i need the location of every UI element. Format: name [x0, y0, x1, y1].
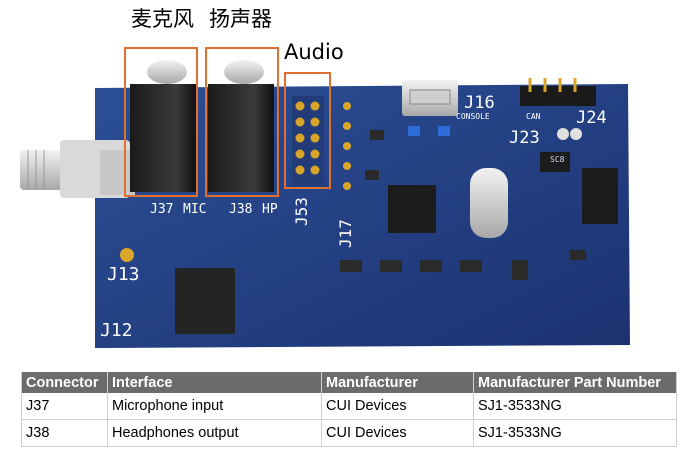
- header-manufacturer: Manufacturer: [321, 372, 474, 393]
- silk-can: CAN: [526, 112, 541, 121]
- j23-jumper: [557, 128, 582, 140]
- cell-connector: J37: [21, 393, 108, 420]
- audio-jack-j38: [208, 60, 274, 192]
- cell-manufacturer: CUI Devices: [321, 393, 474, 420]
- callout-j37-mic: [124, 47, 198, 197]
- sma-connector: [20, 140, 135, 198]
- cell-part-number: SJ1-3533NG: [473, 393, 677, 420]
- cell-manufacturer: CUI Devices: [321, 419, 474, 447]
- silk-j38: J38: [229, 202, 253, 217]
- audio-caption: Audio: [284, 40, 344, 64]
- audio-jack-j37: [130, 60, 196, 192]
- j13-connector: [120, 248, 134, 262]
- speaker-caption-cn: 扬声器: [209, 7, 272, 31]
- usb-connector-j16: [402, 80, 458, 136]
- silk-mic: MIC: [183, 202, 207, 217]
- table-row: J37 Microphone input CUI Devices SJ1-353…: [21, 393, 677, 420]
- silk-console: CONSOLE: [456, 112, 490, 121]
- cell-interface: Microphone input: [107, 393, 322, 420]
- silk-j17: J17: [336, 219, 355, 248]
- silk-j37: J37: [150, 202, 174, 217]
- header-connector: Connector: [21, 372, 108, 393]
- lower-ic: [175, 268, 235, 334]
- silk-hp: HP: [262, 202, 278, 217]
- silk-j53: J53: [292, 197, 311, 226]
- silk-j12: J12: [100, 320, 133, 341]
- cell-connector: J38: [21, 419, 108, 447]
- j53-header: [292, 96, 351, 190]
- small-ic: [540, 152, 570, 172]
- cell-part-number: SJ1-3533NG: [473, 419, 677, 447]
- header-interface: Interface: [107, 372, 322, 393]
- callout-j53-audio: [284, 72, 331, 189]
- silk-j23: J23: [509, 128, 540, 148]
- table-header-row: Connector Interface Manufacturer Manufac…: [21, 372, 677, 393]
- silk-j16: J16: [464, 93, 495, 113]
- main-ic: [388, 185, 436, 233]
- cell-interface: Headphones output: [107, 419, 322, 447]
- mic-caption-cn: 麦克风: [131, 7, 194, 31]
- silk-sc: SC8: [550, 155, 565, 164]
- smd-components: [340, 130, 586, 280]
- silk-j24: J24: [576, 108, 607, 128]
- j24-header: [520, 78, 596, 106]
- right-ic: [582, 168, 618, 224]
- crystal: [470, 168, 508, 238]
- callout-j38-speaker: [205, 47, 279, 197]
- header-part-number: Manufacturer Part Number: [473, 372, 677, 393]
- pcb-board-photo: [20, 60, 630, 348]
- connector-table: Connector Interface Manufacturer Manufac…: [21, 372, 677, 447]
- silk-j13: J13: [107, 264, 140, 285]
- table-row: J38 Headphones output CUI Devices SJ1-35…: [21, 419, 677, 447]
